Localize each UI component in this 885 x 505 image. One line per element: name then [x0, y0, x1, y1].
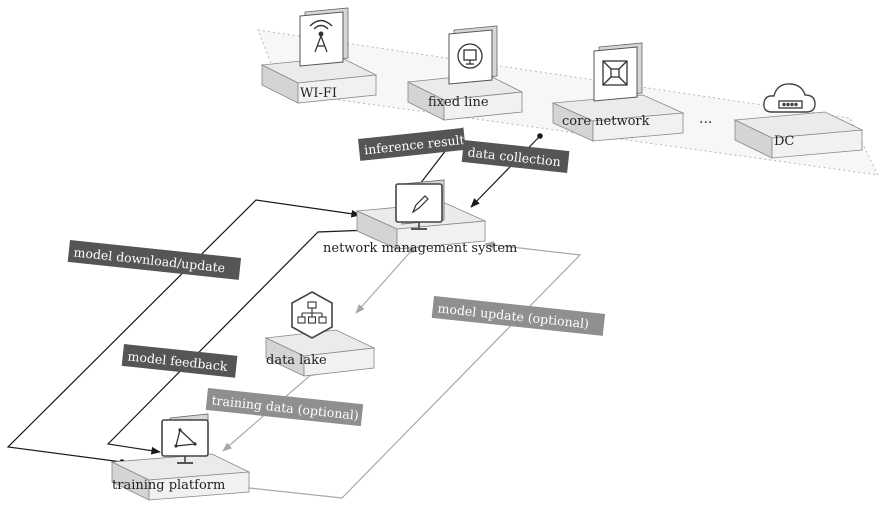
model-update-tag: model update (optional)	[431, 296, 606, 336]
dc-label: DC	[774, 134, 794, 149]
training-platform-node: training platform	[110, 413, 251, 501]
wifi-node: WI-FI	[260, 7, 378, 104]
monitor-triangle-icon	[161, 419, 209, 464]
core-network-icon	[602, 60, 628, 86]
dc-node: DC	[733, 83, 864, 159]
model-update-arrow	[239, 241, 582, 499]
nms-node: network management system	[323, 179, 517, 256]
nms-to-datalake-arrow	[355, 249, 413, 314]
nms-datalake-start-dot	[409, 247, 415, 253]
data-lake-node: data lake	[264, 291, 376, 377]
model-feedback-arrow	[106, 229, 371, 455]
model-feedback-tag: model feedback	[121, 344, 238, 378]
nms-label: network management system	[323, 241, 517, 256]
core-network-label: core network	[562, 114, 650, 129]
more-nodes-ellipsis: ...	[699, 111, 712, 127]
model-download-tag: model download/update	[67, 240, 242, 280]
training-platform-label: training platform	[112, 478, 225, 493]
data-lake-label: data lake	[266, 353, 327, 368]
model-download-arrow	[6, 199, 361, 463]
antenna-icon	[309, 19, 333, 53]
collection-start-dot	[537, 133, 543, 139]
fixed-line-label: fixed line	[428, 95, 489, 110]
cloud-server-icon	[763, 83, 816, 113]
training-data-tag: training data (optional)	[205, 388, 364, 427]
inference-result-tag: inference result	[358, 127, 466, 161]
wifi-label: WI-FI	[300, 86, 337, 101]
data-hierarchy-icon	[291, 291, 333, 339]
core-network-node: core network	[551, 42, 685, 142]
monitor-pen-icon	[395, 183, 443, 230]
data-collection-tag: data collection	[461, 140, 570, 173]
fixed-line-icon	[457, 43, 483, 69]
fixed-line-node: fixed line	[406, 25, 524, 121]
